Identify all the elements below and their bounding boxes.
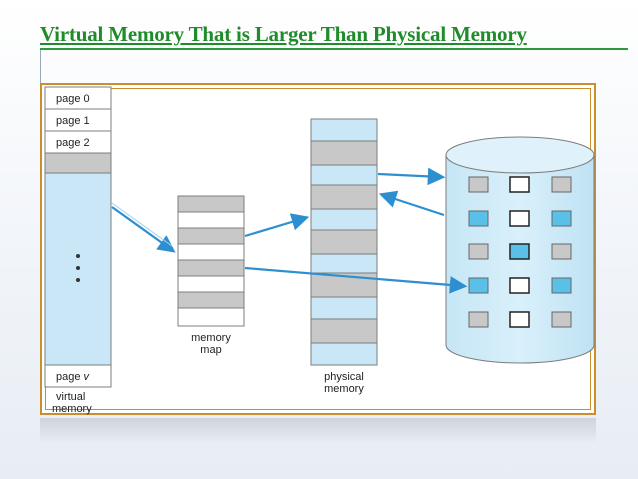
physical-memory-label-line1: physical [324,371,364,383]
ellipsis-dot [76,254,80,258]
memory-map-entry [177,259,245,277]
memory-map-label-line2: map [200,344,221,356]
virtual-page-v-var: v [84,371,91,383]
mapping-arrows [111,167,468,294]
disk-block [509,210,530,227]
arrow-icon [111,206,176,253]
disk-block [468,210,489,227]
disk-cylinder-icon [445,136,595,364]
memory-map: memory map [177,195,245,356]
arrow-icon [378,190,445,217]
disk-block [468,277,489,294]
memory-map-entry [177,227,245,245]
physical-memory-label-line2: memory [324,383,364,395]
physical-memory: physical memory [310,118,378,395]
arrow-icon [244,266,468,294]
virtual-memory-label-line1: virtual [56,391,85,403]
disk-block [551,277,572,294]
memory-map-entry [177,291,245,309]
disk-block [468,311,489,328]
disk-block [468,243,489,260]
arrow-icon [377,167,446,186]
slide-title: Virtual Memory That is Larger Than Physi… [40,22,527,46]
memory-map-label-line1: memory [191,332,231,344]
virtual-page-v-cell [44,364,112,388]
virtual-page-2-label: page 2 [56,137,90,149]
physical-frame [310,229,378,255]
arrow-icon [244,213,310,238]
ellipsis-dot [76,266,80,270]
memory-map-entry [177,243,245,261]
memory-map-entry [177,307,245,327]
physical-frame [310,318,378,344]
virtual-memory: page 0 page 1 page 2 page v virtual memo… [44,86,112,415]
physical-frame [310,184,378,210]
virtual-page-1-label: page 1 [56,115,90,127]
disk-block [468,176,489,193]
virtual-page-0-label: page 0 [56,93,90,105]
memory-map-entry [177,275,245,293]
frame-shadow [40,418,596,444]
disk-block [551,243,572,260]
disk-block [551,210,572,227]
ellipsis-dot [76,278,80,282]
memory-map-entry [177,211,245,229]
physical-frame [310,140,378,166]
disk-top [445,136,595,174]
virtual-page-v-label: page v [56,371,91,383]
arrow-highlight [111,202,173,247]
virtual-page-gray-cell [44,152,112,174]
disk-block [509,243,530,260]
disk-block [509,311,530,328]
disk-block [551,311,572,328]
virtual-page-v-prefix: page [56,371,84,383]
disk-block [509,277,530,294]
memory-map-entry [177,195,245,213]
title-underline [40,48,628,50]
disk-block [509,176,530,193]
disk-block [551,176,572,193]
virtual-memory-label-line2: memory [52,403,92,415]
